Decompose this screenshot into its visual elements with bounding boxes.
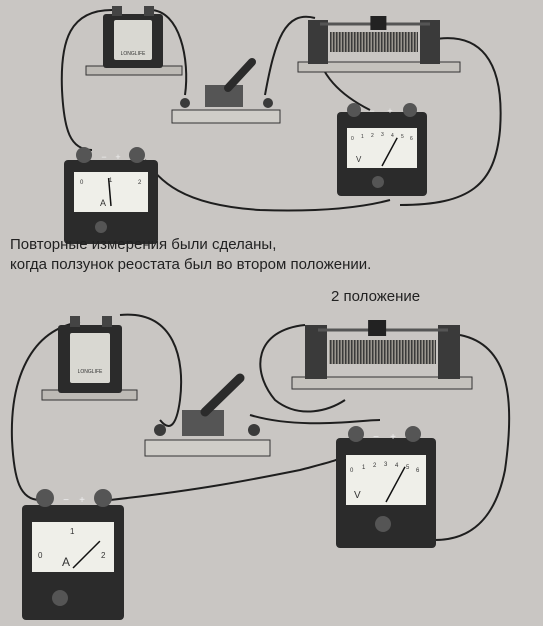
bottom-voltmeter-minus: − — [373, 432, 379, 443]
bottom-voltmeter-zero-adjust[interactable] — [375, 516, 391, 532]
top-ammeter-scale-0: 0 — [80, 180, 84, 186]
bottom-ammeter-needle — [72, 540, 101, 569]
bottom-rheostat — [291, 320, 473, 390]
top-voltmeter-scale-6: 6 — [410, 136, 413, 142]
bottom-battery: LONGLIFE — [41, 316, 138, 401]
bottom-rheostat-slider[interactable] — [368, 320, 387, 336]
top-ammeter-plus: + — [115, 152, 120, 162]
bottom-voltmeter-needle — [385, 466, 406, 503]
top-battery-brand: LONGLIFE — [121, 51, 146, 57]
top-voltmeter-symbol: V — [356, 155, 362, 164]
bottom-voltmeter-symbol: V — [354, 490, 361, 501]
top-ammeter-needle — [107, 178, 112, 207]
top-wires — [60, 9, 502, 212]
top-voltmeter-terminal-left[interactable] — [347, 103, 361, 117]
bottom-voltmeter-terminal-left[interactable] — [348, 426, 364, 442]
top-voltmeter-scale-3: 3 — [381, 132, 384, 138]
top-voltmeter-scale-4: 4 — [391, 133, 394, 139]
bottom-ammeter-terminal-right[interactable] — [94, 489, 112, 507]
bottom-voltmeter-terminal-right[interactable] — [405, 426, 421, 442]
top-ammeter-scale-2: 2 — [138, 180, 142, 186]
bottom-voltmeter-scale-6: 6 — [416, 468, 420, 474]
top-voltmeter-plus: + — [387, 106, 392, 116]
bottom-switch[interactable] — [144, 373, 271, 457]
bottom-ammeter-scale-2: 2 — [101, 551, 106, 560]
bottom-voltmeter-scale-1: 1 — [362, 465, 366, 471]
position-label: 2 положение — [331, 288, 421, 305]
bottom-voltmeter-scale-4: 4 — [395, 463, 399, 469]
top-ammeter-symbol: A — [100, 198, 106, 208]
bottom-battery-brand: LONGLIFE — [78, 369, 103, 375]
top-battery-terminal-pos[interactable] — [144, 6, 154, 16]
bottom-battery-terminal-neg[interactable] — [70, 316, 80, 327]
top-circuit: LONGLIFE − + 0 — [60, 6, 502, 244]
caption-line-1: Повторные измерения были сделаны, — [10, 236, 277, 253]
bottom-ammeter-scale-1: 1 — [70, 527, 75, 536]
top-voltmeter-scale-0: 0 — [351, 136, 354, 142]
bottom-voltmeter-scale-5: 5 — [406, 465, 410, 471]
bottom-ammeter-symbol: A — [62, 555, 70, 569]
top-voltmeter-terminal-right[interactable] — [403, 103, 417, 117]
top-ammeter-minus: − — [101, 152, 106, 162]
top-ammeter-zero-adjust[interactable] — [95, 221, 107, 233]
bottom-voltmeter: − + 0 1 2 3 4 5 6 V — [336, 426, 436, 548]
bottom-ammeter: − + 0 1 2 A — [22, 489, 124, 620]
top-ammeter-terminal-left[interactable] — [76, 147, 92, 163]
top-voltmeter-scale-5: 5 — [401, 134, 404, 140]
bottom-voltmeter-scale-3: 3 — [384, 462, 388, 468]
bottom-voltmeter-plus: + — [390, 432, 396, 443]
top-battery-terminal-neg[interactable] — [112, 6, 122, 16]
bottom-voltmeter-scale-0: 0 — [350, 468, 354, 474]
caption-line-2: когда ползунок реостата был во втором по… — [10, 256, 372, 273]
top-rheostat-slider[interactable] — [370, 16, 387, 30]
top-voltmeter-needle — [381, 137, 398, 167]
top-voltmeter-zero-adjust[interactable] — [372, 176, 384, 188]
bottom-ammeter-terminal-left[interactable] — [36, 489, 54, 507]
top-rheostat — [297, 16, 461, 73]
bottom-ammeter-scale-0: 0 — [38, 551, 43, 560]
top-ammeter-terminal-right[interactable] — [129, 147, 145, 163]
bottom-circuit: LONGLIFE − + 0 — [10, 313, 511, 620]
bottom-battery-terminal-pos[interactable] — [102, 316, 112, 327]
bottom-wires — [10, 313, 511, 541]
top-ammeter: − + 0 1 2 A — [64, 147, 158, 244]
top-voltmeter-scale-1: 1 — [361, 134, 364, 140]
bottom-ammeter-zero-adjust[interactable] — [52, 590, 68, 606]
top-switch[interactable] — [171, 58, 281, 124]
top-voltmeter-scale-2: 2 — [371, 133, 374, 139]
bottom-ammeter-minus: − — [63, 495, 69, 506]
bottom-ammeter-plus: + — [79, 495, 85, 506]
top-ammeter-scale-1: 1 — [109, 178, 113, 184]
top-battery: LONGLIFE — [85, 6, 183, 76]
top-voltmeter-minus: − — [369, 106, 374, 116]
top-voltmeter: − + 0 1 2 3 4 5 6 V — [337, 103, 427, 196]
bottom-voltmeter-scale-2: 2 — [373, 463, 377, 469]
